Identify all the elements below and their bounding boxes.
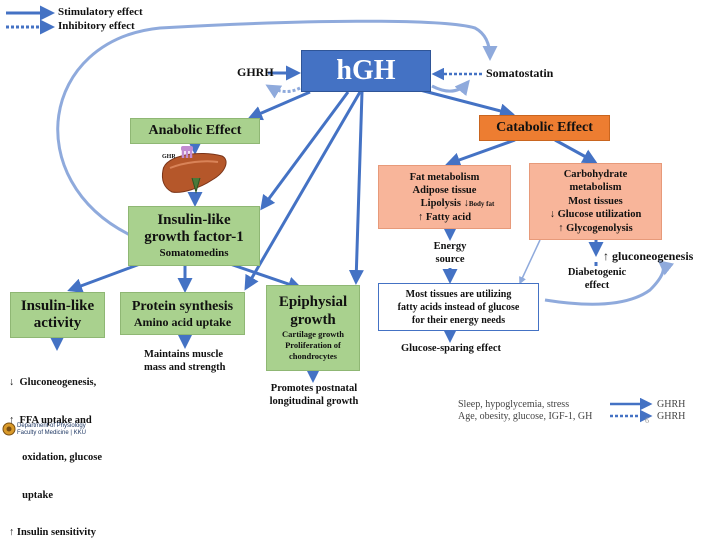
anabolic-label: Anabolic Effect — [148, 123, 242, 138]
energy-line2: source — [435, 254, 465, 265]
igf1-line1: Insulin-like — [157, 212, 231, 228]
carb-line2: metabolism — [569, 182, 622, 194]
footer-line1: Department of Physiology — [17, 423, 86, 429]
hgh-feedback-somatostatin-arrow — [431, 79, 470, 97]
carb-to-fattybox-arrow — [519, 239, 541, 285]
carb-line3: Most tissues — [568, 195, 623, 207]
insulin-like-activity-box: Insulin-like activity — [10, 292, 105, 338]
page-number: 6 — [645, 416, 649, 425]
fat-line1: Fat metabolism — [409, 171, 480, 183]
hgh-box: hGH — [301, 50, 431, 92]
fat-line3-lipolysis: Lipolysis ↓ — [420, 197, 469, 209]
carb-line5: ↑ Glycogenolysis — [558, 222, 633, 234]
carbohydrate-metabolism-box: Carbohydrate metabolism Most tissues ↓ G… — [529, 163, 662, 240]
liver-icon — [161, 146, 227, 194]
promotes-line2: longitudinal growth — [269, 396, 359, 407]
ghrh-label: GHRH — [237, 65, 274, 79]
carb-line1: Carbohydrate — [563, 168, 628, 180]
insulin-line2: activity — [33, 315, 82, 331]
diabetogenic-line2: effect — [584, 280, 610, 291]
epiphysial-growth-box: Epiphysial growth Cartilage growth Proli… — [266, 285, 360, 371]
catabolic-to-carb-arrow — [554, 138, 598, 164]
igf-to-epiphysial-arrow — [229, 262, 303, 292]
hgh-to-epiphysial-arrow — [348, 91, 364, 285]
insulin-effects-list: ↓ Gluconeogenesis, ↑ FFA uptake and oxid… — [9, 352, 102, 552]
hgh-to-anabolic-arrow — [247, 90, 311, 121]
hgh-to-catabolic-arrow — [419, 88, 515, 119]
fat-metabolism-box: Fat metabolism Adipose tissue Lipolysis … — [378, 165, 511, 229]
anabolic-effect-box: Anabolic Effect — [130, 118, 260, 144]
regulator-stim-label: Sleep, hypoglycemia, stress — [458, 399, 570, 410]
hgh-feedback-ghrh-arrow — [265, 84, 301, 99]
insulin-effect-item: ↓ Gluconeogenesis, — [9, 377, 97, 388]
epiphysial-line3: Cartilage growth — [282, 329, 344, 339]
insulin-effect-item: ↑ FFA uptake and — [9, 414, 92, 426]
regulator-target1-label: GHRH — [657, 399, 686, 410]
insulin-line1: Insulin-like — [20, 298, 95, 314]
fattybox-line3: for their energy needs — [411, 314, 506, 326]
insulin-effect-item: uptake — [9, 489, 54, 501]
fat-line3-bodyfat: Body fat — [468, 199, 495, 208]
glucose-sparing-label: Glucose-sparing effect — [401, 343, 502, 354]
igf1-line2: growth factor-1 — [144, 229, 244, 245]
fattybox-to-diabetogenic-arrow — [544, 260, 675, 306]
legend-inhibitory-label: Inhibitory effect — [58, 20, 135, 32]
igf1-line3: Somatomedins — [159, 247, 229, 259]
insulin-effect-item: oxidation, glucose — [9, 452, 103, 463]
insulin-effect-item: ↑ Insulin sensitivity — [9, 527, 96, 538]
igf1-box: Insulin-like growth factor-1 Somatomedin… — [128, 206, 260, 266]
fat-line2: Adipose tissue — [412, 184, 477, 196]
catabolic-to-fat-arrow — [445, 138, 516, 168]
diabetogenic-label: Diabetogenic effect — [556, 266, 638, 292]
hgh-to-protein-arrow — [244, 91, 362, 291]
diabetogenic-line1: Diabetogenic — [567, 267, 627, 278]
arrow-layer — [2, 5, 675, 436]
igf-feedback-loop-arrow — [56, 19, 498, 237]
maintains-line1: Maintains muscle — [144, 349, 224, 360]
epiphysial-line4: Proliferation of — [285, 340, 341, 350]
epiphysial-line1: Epiphysial — [278, 294, 348, 310]
fattybox-line1: Most tissues are utilizing — [405, 288, 512, 300]
fat-line3: Lipolysis ↓Body fat — [395, 197, 495, 211]
ghr-label: GHR — [162, 154, 176, 160]
catabolic-label: Catabolic Effect — [496, 120, 593, 135]
epiphysial-line5: chondrocytes — [288, 351, 337, 361]
somatostatin-label: Somatostatin — [486, 66, 554, 80]
promotes-line1: Promotes postnatal — [270, 383, 358, 394]
footer-label: Department of Physiology Faculty of Medi… — [17, 423, 86, 437]
hgh-label: hGH — [336, 55, 396, 86]
footer-line2: Faculty of Medicine | KKU — [17, 430, 86, 436]
maintains-line2: mass and strength — [144, 362, 226, 373]
regulator-target2-label: GHRH — [657, 411, 686, 422]
regulator-inhib-label: Age, obesity, glucose, IGF-1, GH — [458, 411, 593, 422]
fat-line4: ↑ Fatty acid — [417, 211, 472, 223]
carb-line4: ↓ Glucose utilization — [549, 209, 642, 221]
fattybox-line2: fatty acids instead of glucose — [397, 301, 520, 313]
fatty-acid-utilization-box: Most tissues are utilizing fatty acids i… — [378, 283, 539, 331]
protein-line1: Protein synthesis — [131, 298, 234, 314]
maintains-label: Maintains muscle mass and strength — [144, 348, 226, 374]
gluconeogenesis-label: ↑ gluconeogenesis — [603, 249, 694, 263]
legend-stimulatory-label: Stimulatory effect — [58, 6, 143, 18]
epiphysial-line2: growth — [290, 312, 336, 328]
igf-to-insulin-arrow — [67, 262, 141, 293]
kku-seal-icon — [2, 422, 16, 436]
protein-line2: Amino acid uptake — [133, 314, 232, 329]
hgh-to-igf-arrow — [260, 91, 350, 211]
catabolic-effect-box: Catabolic Effect — [479, 115, 610, 141]
protein-synthesis-box: Protein synthesis Amino acid uptake — [120, 292, 245, 335]
promotes-label: Promotes postnatal longitudinal growth — [262, 382, 366, 408]
energy-source-label: Energy source — [420, 240, 480, 266]
energy-line1: Energy — [433, 241, 467, 252]
